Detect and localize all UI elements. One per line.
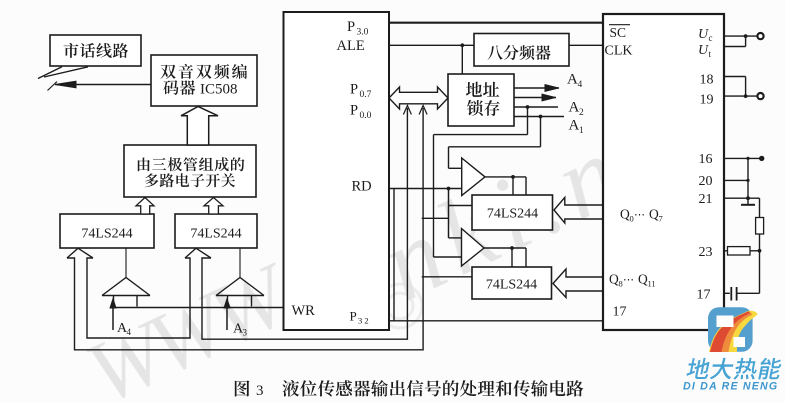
svg-text:16: 16 <box>699 152 713 167</box>
svg-text:17: 17 <box>613 305 627 320</box>
svg-text:3.0: 3.0 <box>357 28 369 38</box>
svg-text:U: U <box>698 43 709 58</box>
svg-text:17: 17 <box>697 288 711 303</box>
svg-text:0: 0 <box>630 214 634 224</box>
svg-text:74LS244: 74LS244 <box>486 278 537 293</box>
svg-text:Q: Q <box>609 272 619 287</box>
svg-text:RD: RD <box>352 179 372 195</box>
svg-text:0.0: 0.0 <box>360 111 372 121</box>
svg-text:P: P <box>347 19 355 35</box>
svg-text:U: U <box>698 27 709 42</box>
svg-text:Q: Q <box>649 207 659 222</box>
svg-text:ALE: ALE <box>337 38 365 54</box>
svg-text:A: A <box>233 322 244 337</box>
svg-text:A: A <box>567 72 578 88</box>
svg-text:P: P <box>350 82 358 98</box>
svg-text:P: P <box>350 309 357 324</box>
svg-text:19: 19 <box>700 93 714 108</box>
svg-text:IC508: IC508 <box>200 82 238 98</box>
svg-text:23: 23 <box>699 245 713 260</box>
svg-text:74LS244: 74LS244 <box>487 207 538 222</box>
svg-text:3: 3 <box>243 328 248 338</box>
svg-text:11: 11 <box>648 279 656 289</box>
svg-text:0.7: 0.7 <box>360 90 372 100</box>
svg-text:Q: Q <box>620 207 630 222</box>
svg-text:t: t <box>709 49 712 59</box>
svg-text:2: 2 <box>579 108 584 118</box>
svg-text:Q: Q <box>638 272 648 287</box>
svg-text:A: A <box>117 321 128 336</box>
svg-text:4: 4 <box>127 327 132 337</box>
svg-text:SC: SC <box>610 25 627 40</box>
svg-text:⋯: ⋯ <box>623 274 634 286</box>
svg-text:A: A <box>569 100 580 116</box>
svg-text:WR: WR <box>292 303 316 319</box>
svg-text:⋯: ⋯ <box>634 209 645 221</box>
svg-text:20: 20 <box>699 174 713 189</box>
svg-text:c: c <box>709 33 713 43</box>
svg-text:18: 18 <box>700 73 714 88</box>
svg-text:8: 8 <box>619 279 623 289</box>
svg-text:3 2: 3 2 <box>358 316 369 326</box>
svg-text:4: 4 <box>578 80 583 90</box>
svg-text:A: A <box>569 118 580 134</box>
svg-text:1: 1 <box>579 126 584 136</box>
svg-text:P: P <box>350 103 358 119</box>
svg-text:3: 3 <box>256 383 264 399</box>
svg-text:74LS244: 74LS244 <box>190 227 241 242</box>
svg-text:CLK: CLK <box>605 44 633 59</box>
svg-text:7: 7 <box>659 214 663 224</box>
svg-text:DI DA RE NENG: DI DA RE NENG <box>683 381 778 393</box>
svg-text:21: 21 <box>699 192 713 207</box>
svg-text:74LS244: 74LS244 <box>81 227 132 242</box>
